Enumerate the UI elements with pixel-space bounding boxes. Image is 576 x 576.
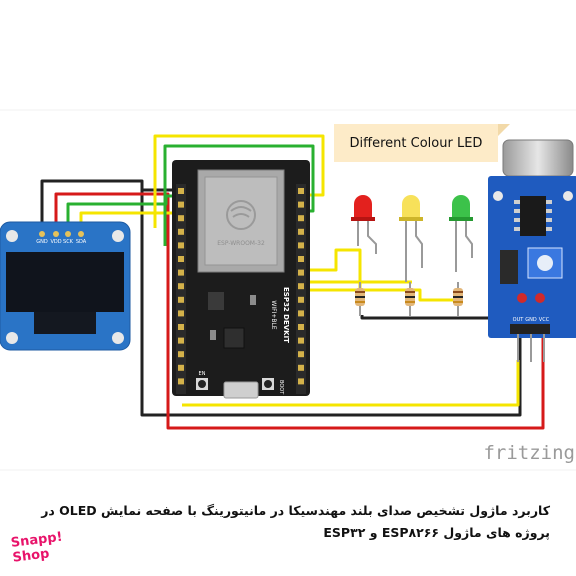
module-ic-leg: [546, 227, 552, 231]
wire-led-red: [305, 248, 362, 300]
oled-pin-sda: SDA: [76, 239, 87, 245]
esp-header-pin: [178, 364, 184, 371]
esp-header-pin: [178, 351, 184, 358]
esp-header-pin: [298, 324, 304, 330]
esp-header-pin: [298, 351, 304, 358]
wire-led-green: [305, 288, 462, 302]
esp-header-pin: [178, 378, 184, 385]
esp-header-pin: [298, 296, 304, 303]
esp-header-pin: [178, 256, 184, 262]
led-green: [449, 195, 473, 272]
esp-header-pin: [298, 310, 304, 317]
oled-pin-vdd: VDD: [50, 239, 61, 245]
esp-header-pin: [298, 256, 304, 262]
module-ic-leg: [514, 200, 520, 204]
wire-green-top: [163, 144, 315, 246]
esp-header-pin: [298, 201, 304, 208]
esp-header-pin: [178, 283, 184, 290]
esp-header-pin: [178, 296, 184, 303]
oled-pin-gnd: GND: [36, 239, 48, 245]
esp-header-pin: [298, 228, 304, 235]
esp-header-pin: [298, 242, 304, 249]
wire-sound-out: [182, 360, 520, 407]
esp-header-pin: [178, 215, 184, 222]
esp-header-pin: [298, 269, 304, 276]
oled-display: GND VDD SCK SDA: [0, 221, 131, 351]
module-ic-chip: [520, 196, 546, 236]
module-ic-leg: [514, 209, 520, 213]
esp-header-pin: [298, 364, 304, 371]
esp-header-pin: [178, 269, 184, 276]
led-title-text: Different Colour LED: [350, 136, 483, 151]
module-pin-gnd: GND: [525, 317, 537, 323]
esp-header-pin: [178, 324, 184, 330]
esp-board-label: ESP32 DEVKIT: [282, 287, 290, 343]
esp-wroom-logo-icon: [226, 200, 256, 230]
esp-header-pin: [298, 378, 304, 385]
boot-button-label: BOOT: [278, 380, 284, 395]
caption-line-1: کاربرد ماژول تشخیص صدای بلند مهندسیکا در…: [41, 503, 550, 518]
resistors: [355, 282, 463, 316]
esp-header-pin: [178, 188, 184, 194]
esp-header-pin: [298, 337, 304, 344]
led-yellow: [399, 195, 423, 282]
en-button-label: EN: [199, 371, 206, 377]
module-pin-out: OUT: [513, 317, 525, 323]
wire-oled-vdd: [54, 192, 545, 430]
module-pin-vcc: VCC: [539, 317, 550, 323]
led-red: [351, 195, 377, 254]
module-ic-leg: [546, 200, 552, 204]
esp-header-pin: [178, 310, 184, 317]
esp-wifi-label: WIFI+BLE: [270, 300, 277, 329]
esp-left-pins: [178, 188, 184, 385]
caption-line-2: پروژه های ماژول ESP۸۲۶۶ و ESP۳۲: [323, 525, 550, 540]
esp-header-pin: [298, 283, 304, 290]
sound-sensor-module: OUT GND VCC: [488, 139, 576, 362]
module-ic-leg: [514, 227, 520, 231]
esp-header-pin: [178, 228, 184, 235]
fritzing-watermark: fritzing: [483, 442, 575, 464]
module-ic-leg: [546, 218, 552, 222]
esp-shield-text: ESP-WROOM-32: [217, 240, 265, 247]
esp-header-pin: [178, 337, 184, 344]
wire-yellow-top: [153, 134, 325, 228]
esp32-board: ESP-WROOM-32 ESP32 DEVKIT WIFI+BLE EN BO…: [172, 160, 310, 399]
wire-oled-gnd: [40, 179, 522, 417]
boot-button: BOOT: [262, 378, 284, 395]
led-title-box: Different Colour LED: [334, 124, 510, 162]
esp-header-pin: [178, 242, 184, 249]
esp-header-pin: [178, 201, 184, 208]
module-ic-leg: [546, 209, 552, 213]
esp-header-pin: [298, 215, 304, 222]
esp-right-pins: [298, 188, 304, 385]
oled-pin-sck: SCK: [63, 239, 74, 245]
usb-port: [223, 381, 259, 399]
en-button: EN: [196, 371, 208, 390]
module-ic-leg: [514, 218, 520, 222]
caption: کاربرد ماژول تشخیص صدای بلند مهندسیکا در…: [41, 500, 550, 544]
background-grid: [0, 109, 576, 471]
esp-header-pin: [298, 188, 304, 194]
